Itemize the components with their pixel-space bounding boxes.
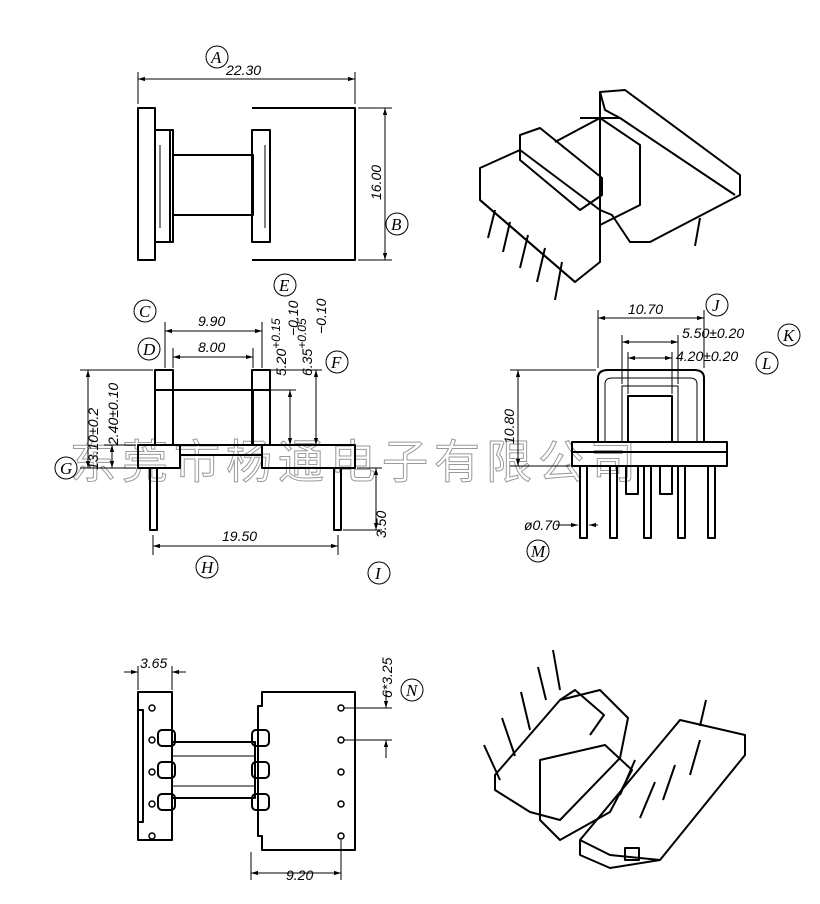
dim-5-50: 5.50±0.20 <box>682 325 744 341</box>
label-A: A <box>205 45 229 69</box>
svg-text:N: N <box>405 681 419 700</box>
svg-text:B: B <box>391 215 402 234</box>
label-G: G <box>54 456 78 480</box>
svg-text:A: A <box>210 48 222 67</box>
side-view: 9.90 8.00 5.20+0.15 −0.10 6.35+0.05 −0.1… <box>80 298 389 555</box>
dim-3-50: 3.50 <box>373 511 389 538</box>
svg-text:L: L <box>761 354 771 373</box>
label-B: B <box>385 212 409 236</box>
svg-text:M: M <box>530 542 546 561</box>
dim-3-65: 3.65 <box>140 655 167 671</box>
label-D: D <box>137 337 161 361</box>
label-E: E <box>273 273 297 297</box>
dim-10-80: 10.80 <box>501 409 517 444</box>
dim-6-35-tol-lower: −0.10 <box>313 298 329 334</box>
label-H: H <box>195 555 219 579</box>
label-K: K <box>777 323 801 347</box>
label-L: L <box>755 351 779 375</box>
svg-text:K: K <box>782 326 796 345</box>
label-M: M <box>526 539 550 563</box>
svg-text:G: G <box>60 459 72 478</box>
label-F: F <box>325 350 349 374</box>
svg-text:J: J <box>712 296 721 315</box>
dim-10-70: 10.70 <box>628 301 663 317</box>
top-view: 22.30 16.00 <box>137 62 392 261</box>
bottom-view: 3.65 6*3.25 9.20 <box>124 655 395 883</box>
iso-view-bottom <box>483 649 746 869</box>
svg-text:I: I <box>374 564 382 583</box>
dim-5-20-tol-lower: −0.10 <box>285 300 301 336</box>
dim-9-90: 9.90 <box>198 313 225 329</box>
dim-13-10: 13.10±0.2 <box>85 408 101 470</box>
dim-9-20: 9.20 <box>286 867 313 883</box>
svg-text:C: C <box>139 302 151 321</box>
dim-8-00: 8.00 <box>198 339 225 355</box>
svg-text:F: F <box>330 353 342 372</box>
iso-view-top <box>479 89 741 301</box>
dim-5-20: 5.20+0.15 <box>269 318 289 376</box>
svg-text:D: D <box>142 340 156 359</box>
front-view: 10.70 5.50±0.20 4.20±0.20 10.80 ø0.70 <box>501 301 744 539</box>
dim-16-00: 16.00 <box>368 165 384 200</box>
dim-6-35: 6.35+0.05 <box>295 318 315 376</box>
watermark-text: 东莞市杨通电子有限公司 <box>70 435 642 489</box>
dim-0-70: ø0.70 <box>524 517 560 533</box>
dim-19-50: 19.50 <box>222 528 257 544</box>
dim-2-40: 2.40±0.10 <box>105 383 121 446</box>
label-I: I <box>367 561 391 585</box>
label-N: N <box>400 678 424 702</box>
dim-6x3-25: 6*3.25 <box>379 657 395 698</box>
label-J: J <box>705 293 729 317</box>
svg-text:H: H <box>200 558 215 577</box>
dim-4-20: 4.20±0.20 <box>676 348 738 364</box>
label-C: C <box>133 299 157 323</box>
dim-22-30: 22.30 <box>225 62 261 78</box>
svg-text:E: E <box>278 276 290 295</box>
